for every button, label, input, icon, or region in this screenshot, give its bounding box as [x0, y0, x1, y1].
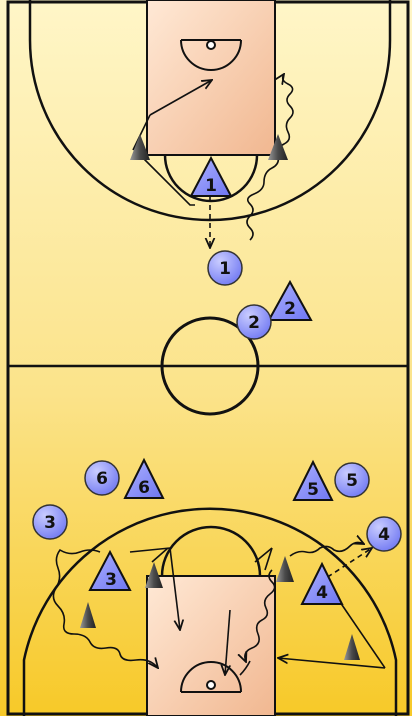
pass-line-top — [149, 80, 212, 116]
dribble-bottom-4 — [239, 660, 251, 676]
defender-triangle-icon — [123, 457, 165, 499]
cut-bottom-2 — [254, 547, 273, 563]
offense-player-2: 2 — [236, 304, 272, 340]
defender-triangle-icon — [189, 155, 233, 197]
offense-player-3: 3 — [32, 504, 68, 540]
defender-triangle-icon — [88, 549, 132, 591]
offense-circle-icon — [207, 250, 243, 286]
offense-players: 1 2 3 4 5 6 — [32, 250, 402, 552]
offense-player-5: 5 — [334, 462, 370, 498]
movement-lines-top — [132, 74, 294, 248]
pass-bottom-6 — [225, 609, 230, 675]
defense-players: 1 2 3 4 5 6 — [88, 155, 344, 605]
movement-lines-bottom — [52, 542, 386, 676]
defender-6: 6 — [123, 457, 165, 499]
lane-top — [146, 0, 276, 156]
hoop-top — [206, 40, 216, 50]
offense-label: 2 — [248, 313, 260, 333]
defender-4: 4 — [300, 561, 344, 605]
pass-bottom-2 — [129, 547, 171, 553]
dribble-bottom-2 — [245, 569, 276, 662]
offense-player-4: 4 — [366, 516, 402, 552]
cone-icon — [268, 134, 288, 160]
offense-circle-icon — [84, 460, 120, 496]
offense-circle-icon — [366, 516, 402, 552]
cut-line-top — [134, 149, 195, 206]
defender-triangle-icon — [267, 279, 313, 321]
cone-icon — [80, 602, 96, 628]
cone-icon — [145, 562, 163, 588]
offense-label: 5 — [346, 471, 358, 491]
three-point-arc-top — [28, 0, 392, 222]
offense-label: 4 — [378, 525, 390, 545]
defender-2: 2 — [267, 279, 313, 321]
dribble-bottom-1 — [52, 548, 158, 668]
offense-circle-icon — [334, 462, 370, 498]
defender-1: 1 — [189, 155, 233, 197]
offense-player-6: 6 — [84, 460, 120, 496]
defender-label: 1 — [205, 176, 217, 196]
defender-label: 4 — [316, 583, 328, 603]
offense-label: 3 — [44, 513, 56, 533]
hoop-bottom — [206, 680, 216, 690]
offense-label: 6 — [96, 469, 108, 489]
cones — [80, 134, 360, 660]
cone-icon — [130, 134, 150, 160]
three-point-arc-bottom — [22, 507, 398, 716]
offense-label: 1 — [219, 259, 231, 279]
center-circle — [160, 316, 260, 416]
cone-icon — [344, 634, 360, 660]
cut-bottom-1 — [169, 547, 180, 630]
defender-3: 3 — [88, 549, 132, 591]
defender-label: 6 — [138, 478, 150, 498]
defender-triangle-icon — [300, 561, 344, 605]
defender-label: 5 — [307, 480, 319, 500]
offense-player-1: 1 — [207, 250, 243, 286]
defender-triangle-icon — [292, 459, 334, 501]
free-throw-circle-bottom — [160, 525, 262, 577]
pass-bottom-4 — [339, 601, 386, 669]
defender-5: 5 — [292, 459, 334, 501]
offense-circle-icon — [236, 304, 272, 340]
defender-label: 3 — [105, 570, 117, 590]
pass-bottom-5 — [278, 658, 386, 669]
defender-label: 2 — [284, 299, 296, 319]
pass-bottom-1 — [151, 547, 169, 563]
free-throw-circle-top — [163, 154, 259, 203]
restricted-arc-bottom — [180, 661, 242, 693]
cut-bottom-3 — [264, 547, 273, 571]
cone-icon — [276, 556, 294, 582]
cut-line-top-2 — [132, 114, 151, 151]
offense-circle-icon — [32, 504, 68, 540]
dribble-bottom-3 — [289, 542, 364, 557]
restricted-arc-top — [180, 39, 242, 71]
